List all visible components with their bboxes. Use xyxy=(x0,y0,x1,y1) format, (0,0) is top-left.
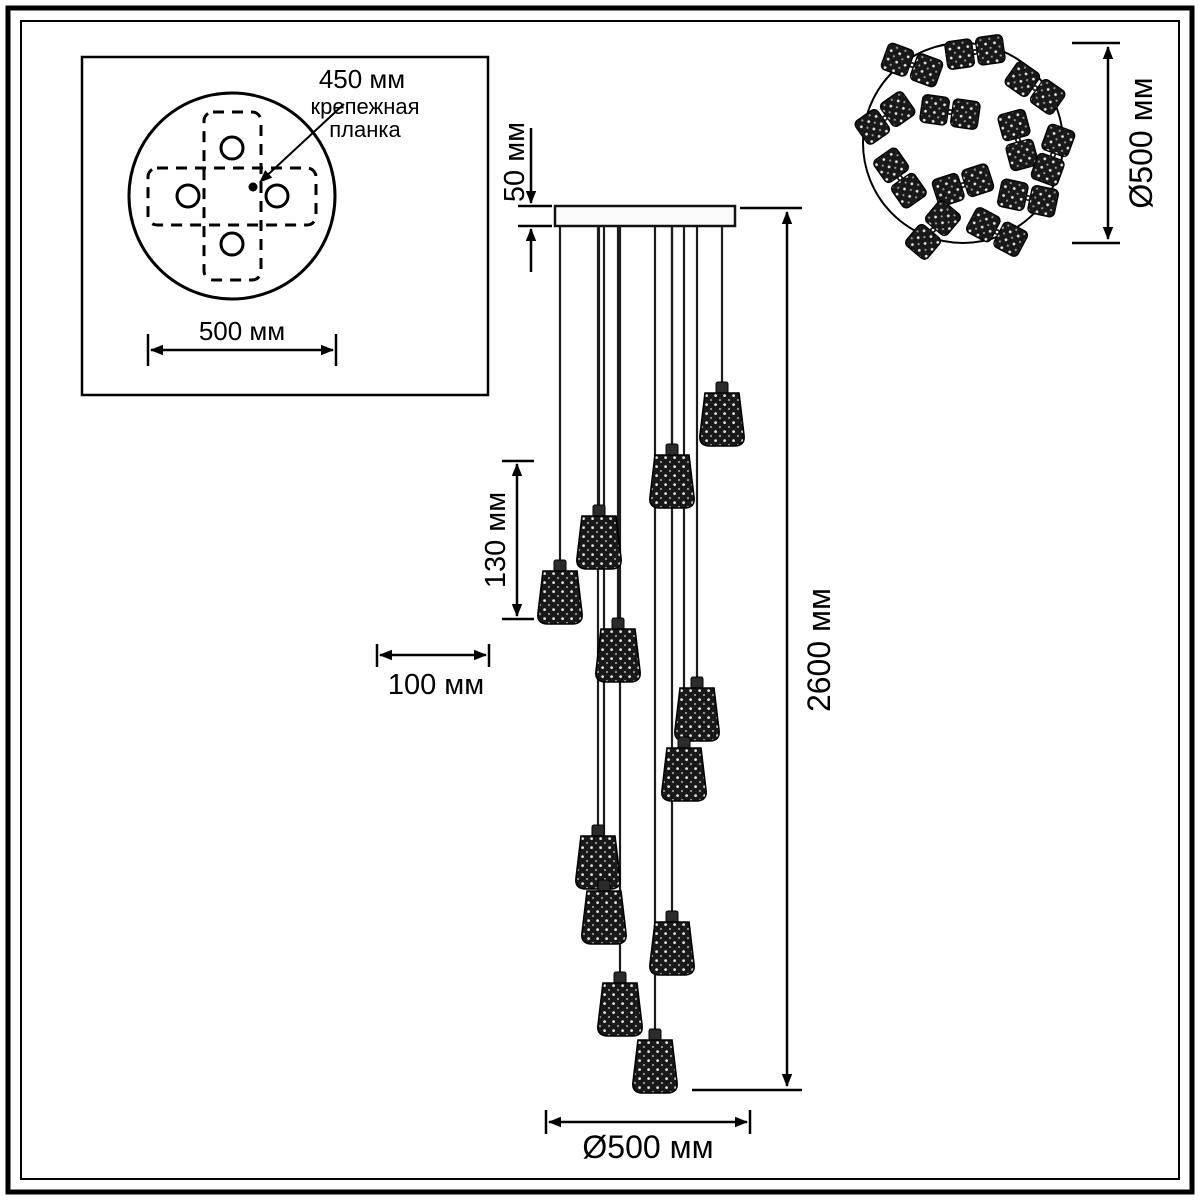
dim-500-spread: Ø500 мм xyxy=(544,1110,752,1165)
dim-500-mount-label: 500 мм xyxy=(199,316,285,346)
dim-50-canopy: 50 мм xyxy=(499,122,552,272)
mounting-circle xyxy=(127,91,337,301)
dim-50-label: 50 мм xyxy=(499,122,531,202)
mounting-hole xyxy=(219,135,245,161)
top-view-shade xyxy=(918,93,982,131)
plate-label-line1: крепежная xyxy=(310,94,419,119)
leader-line xyxy=(259,103,345,183)
top-view-shades xyxy=(852,33,1077,262)
dim-2600-label: 2600 мм xyxy=(801,588,837,712)
top-view-shade xyxy=(996,107,1040,173)
top-view-shade xyxy=(943,33,1007,71)
shades xyxy=(537,381,745,1094)
dim-130-label: 130 мм xyxy=(480,492,512,588)
dim-500-spread-label: Ø500 мм xyxy=(582,1129,713,1165)
mounting-hole xyxy=(219,231,245,257)
pendant-shade xyxy=(632,1028,678,1094)
center-point xyxy=(248,182,258,192)
dim-450-label: 450 мм xyxy=(319,64,405,94)
pendant-shade xyxy=(649,443,695,509)
ceiling-canopy xyxy=(553,204,737,228)
detail-box xyxy=(80,55,490,397)
dim-500-mount: 500 мм xyxy=(146,316,338,366)
dim-500-topview-label: Ø500 мм xyxy=(1123,77,1159,208)
pendant-shade xyxy=(674,676,720,742)
pendant-shade xyxy=(537,559,583,625)
plate-label-line2: планка xyxy=(329,117,401,142)
dim-500-topview: Ø500 мм xyxy=(1072,41,1159,245)
front-view: 50 мм 130 мм 100 мм 2600 мм xyxy=(375,122,837,1165)
outer-frame xyxy=(5,5,1195,1195)
pendant-shade xyxy=(649,910,695,976)
top-view-shade xyxy=(964,205,1030,259)
pendant-shade xyxy=(576,504,622,570)
top-view-shade xyxy=(852,89,918,147)
inner-frame xyxy=(20,20,1180,1180)
mounting-plate-dashed-horizontal xyxy=(146,166,318,227)
mounting-hole xyxy=(264,183,290,209)
pendant-shade xyxy=(661,736,707,802)
top-view-shade xyxy=(1002,59,1068,117)
dim-450-plate: 450 мм крепежная планка xyxy=(259,64,420,183)
pendant-shade xyxy=(699,381,745,447)
pendant-shade xyxy=(597,971,643,1037)
pendant-shade xyxy=(595,617,641,683)
mounting-plate-dashed-vertical xyxy=(202,110,263,282)
dim-100-offset: 100 мм xyxy=(375,644,491,701)
dim-2600-drop: 2600 мм xyxy=(692,206,837,1092)
top-view-shade xyxy=(879,41,945,89)
top-view: Ø500 мм xyxy=(852,33,1159,262)
mounting-hole xyxy=(175,183,201,209)
dim-100-label: 100 мм xyxy=(388,669,484,701)
dim-130-shade: 130 мм xyxy=(480,459,534,621)
pendant-shade xyxy=(575,824,621,890)
mounting-detail: 450 мм крепежная планка 500 мм xyxy=(80,55,490,397)
